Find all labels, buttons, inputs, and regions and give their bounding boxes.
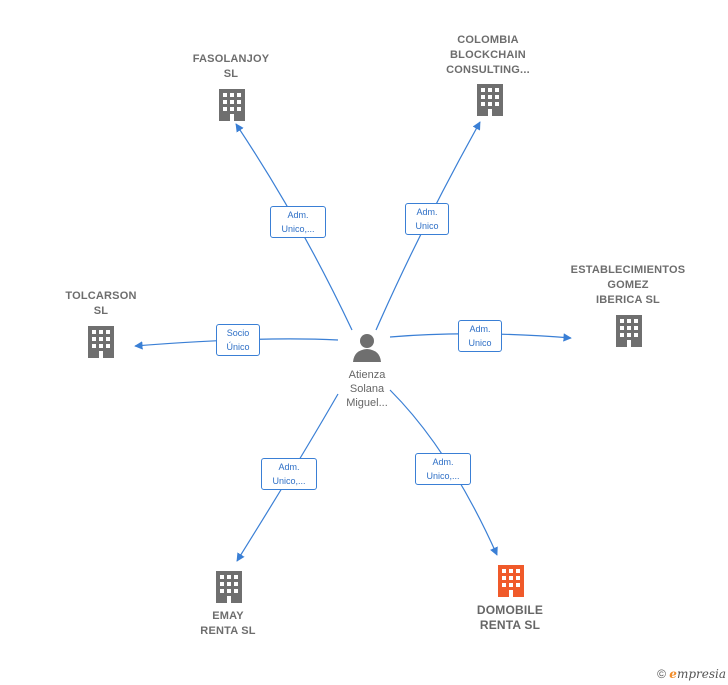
- building-icon-establecimientos[interactable]: [616, 315, 642, 347]
- relation-line: Unico: [468, 338, 492, 348]
- person-name-line: Miguel...: [346, 397, 388, 409]
- company-name-line: ESTABLECIMIENTOS: [570, 264, 686, 276]
- relation-line: Unico,...: [426, 471, 460, 481]
- copyright-symbol: ©: [657, 667, 666, 681]
- person-label[interactable]: Atienza Solana Miguel...: [322, 368, 412, 410]
- relation-line: Adm.: [469, 324, 491, 334]
- relation-line: Adm.: [278, 462, 300, 472]
- company-label-tolcarson[interactable]: TOLCARSON SL: [46, 289, 156, 319]
- relation-label-emay[interactable]: Adm. Unico,...: [261, 458, 317, 490]
- relation-label-colombia[interactable]: Adm. Unico: [405, 203, 449, 235]
- company-name-line: TOLCARSON: [65, 290, 137, 302]
- relation-line: Socio: [226, 328, 250, 338]
- relation-label-tolcarson[interactable]: Socio Único: [216, 324, 260, 356]
- company-name-line: CONSULTING...: [446, 64, 530, 76]
- brand-initial: e: [669, 667, 677, 681]
- brand-logo: empresia: [669, 667, 726, 681]
- brand-name: mpresia: [676, 667, 726, 681]
- company-label-emay[interactable]: EMAY RENTA SL: [173, 609, 283, 639]
- relation-label-establecimientos[interactable]: Adm. Unico: [458, 320, 502, 352]
- company-name-line: GOMEZ: [607, 279, 649, 291]
- footer-brand: © empresia: [657, 667, 726, 681]
- building-icon-colombia[interactable]: [477, 84, 503, 116]
- company-name-line: RENTA SL: [200, 625, 256, 637]
- building-icon-emay[interactable]: [216, 571, 242, 603]
- company-name-line: COLOMBIA: [457, 34, 519, 46]
- relation-line: Unico: [415, 221, 439, 231]
- relation-line: Adm.: [432, 457, 454, 467]
- relation-label-domobile[interactable]: Adm. Unico,...: [415, 453, 471, 485]
- company-label-fasolanjoy[interactable]: FASOLANJOY SL: [176, 52, 286, 82]
- company-name-line: IBERICA SL: [596, 294, 660, 306]
- relation-line: Adm.: [287, 210, 309, 220]
- person-name-line: Atienza: [348, 369, 386, 381]
- company-name-line: FASOLANJOY: [192, 53, 270, 65]
- relation-label-fasolanjoy[interactable]: Adm. Unico,...: [270, 206, 326, 238]
- company-name-line: EMAY: [212, 610, 244, 622]
- relation-line: Unico,...: [281, 224, 315, 234]
- person-name-line: Solana: [349, 383, 385, 395]
- company-name-line: SL: [223, 68, 239, 80]
- company-name-line: BLOCKCHAIN: [450, 49, 526, 61]
- relation-line: Adm.: [416, 207, 438, 217]
- building-icon-domobile[interactable]: [498, 565, 524, 597]
- company-label-colombia[interactable]: COLOMBIA BLOCKCHAIN CONSULTING...: [428, 33, 548, 78]
- company-name-line: SL: [93, 305, 109, 317]
- company-label-establecimientos[interactable]: ESTABLECIMIENTOS GOMEZ IBERICA SL: [562, 263, 694, 308]
- company-label-domobile[interactable]: DOMOBILE RENTA SL: [455, 603, 565, 633]
- company-name-line: DOMOBILE: [476, 603, 544, 617]
- building-icon-fasolanjoy[interactable]: [219, 89, 245, 121]
- building-icon-tolcarson[interactable]: [88, 326, 114, 358]
- relation-line: Unico,...: [272, 476, 306, 486]
- person-icon[interactable]: [353, 334, 381, 362]
- company-name-line: RENTA SL: [479, 618, 541, 632]
- relation-line: Único: [226, 342, 250, 352]
